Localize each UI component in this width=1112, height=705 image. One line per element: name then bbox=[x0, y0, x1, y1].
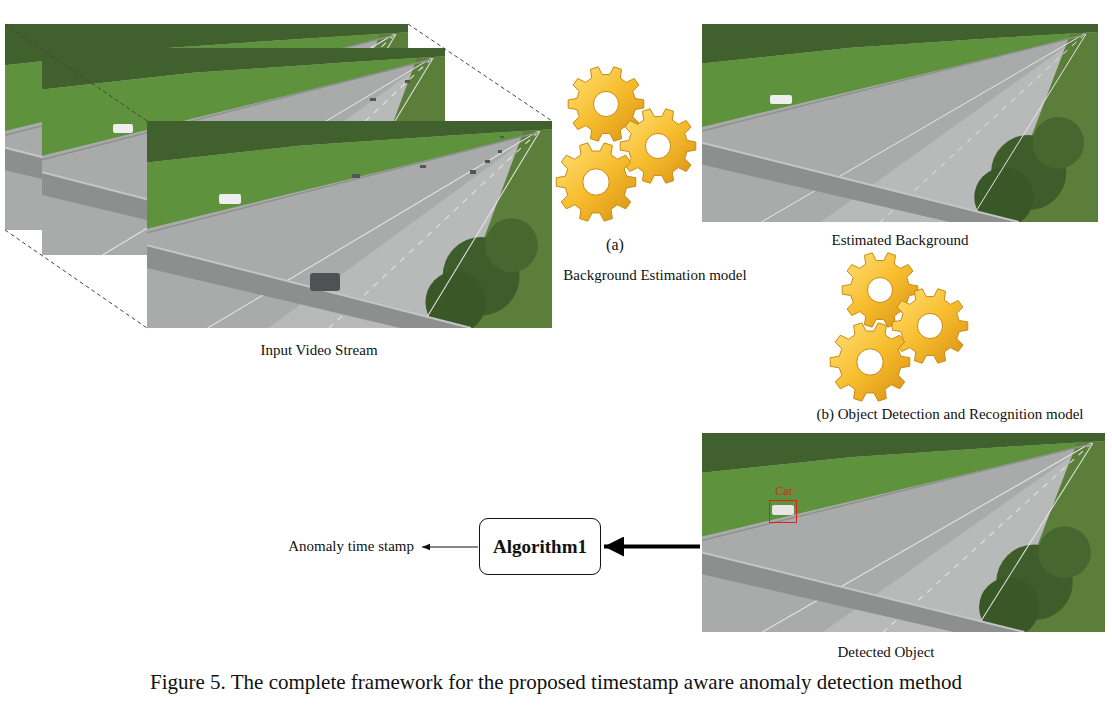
output-label: Anomaly time stamp bbox=[288, 537, 414, 555]
gear-icon bbox=[830, 323, 910, 401]
gears bbox=[556, 67, 968, 401]
image-node: Estimated Background bbox=[702, 24, 1098, 222]
detection-box: Car bbox=[769, 500, 797, 523]
process-box: Algorithm1 bbox=[479, 518, 601, 575]
image-node: Detected ObjectCar bbox=[702, 433, 1105, 632]
node-label: Detected Object bbox=[837, 643, 934, 661]
node-label: (a) bbox=[606, 235, 624, 254]
video-frame bbox=[147, 121, 552, 333]
gear-icon bbox=[620, 109, 696, 183]
car bbox=[772, 505, 794, 515]
model-node: (b) Object Detection and Recognition mod… bbox=[800, 250, 1100, 425]
car bbox=[770, 95, 792, 104]
gear-icon bbox=[892, 289, 968, 363]
node-label: Car bbox=[775, 484, 792, 498]
box-label: Algorithm1 bbox=[493, 536, 587, 558]
cars bbox=[113, 80, 504, 291]
output-arrow bbox=[422, 547, 478, 548]
background-image bbox=[702, 24, 1098, 227]
model-node: (a) Background Estimation model bbox=[555, 60, 760, 285]
image-node: Input Video Stream bbox=[147, 121, 552, 328]
detected-image bbox=[702, 433, 1105, 637]
node-label: Background Estimation model bbox=[563, 266, 746, 284]
node-label: Estimated Background bbox=[831, 231, 968, 249]
node-label: Input Video Stream bbox=[260, 341, 377, 359]
figure-caption: Figure 5. The complete framework for the… bbox=[0, 670, 1112, 695]
flow-arrow bbox=[604, 545, 700, 549]
gear-icon bbox=[556, 143, 636, 221]
perspective-lines bbox=[5, 24, 552, 328]
node-label: (b) Object Detection and Recognition mod… bbox=[816, 405, 1083, 423]
